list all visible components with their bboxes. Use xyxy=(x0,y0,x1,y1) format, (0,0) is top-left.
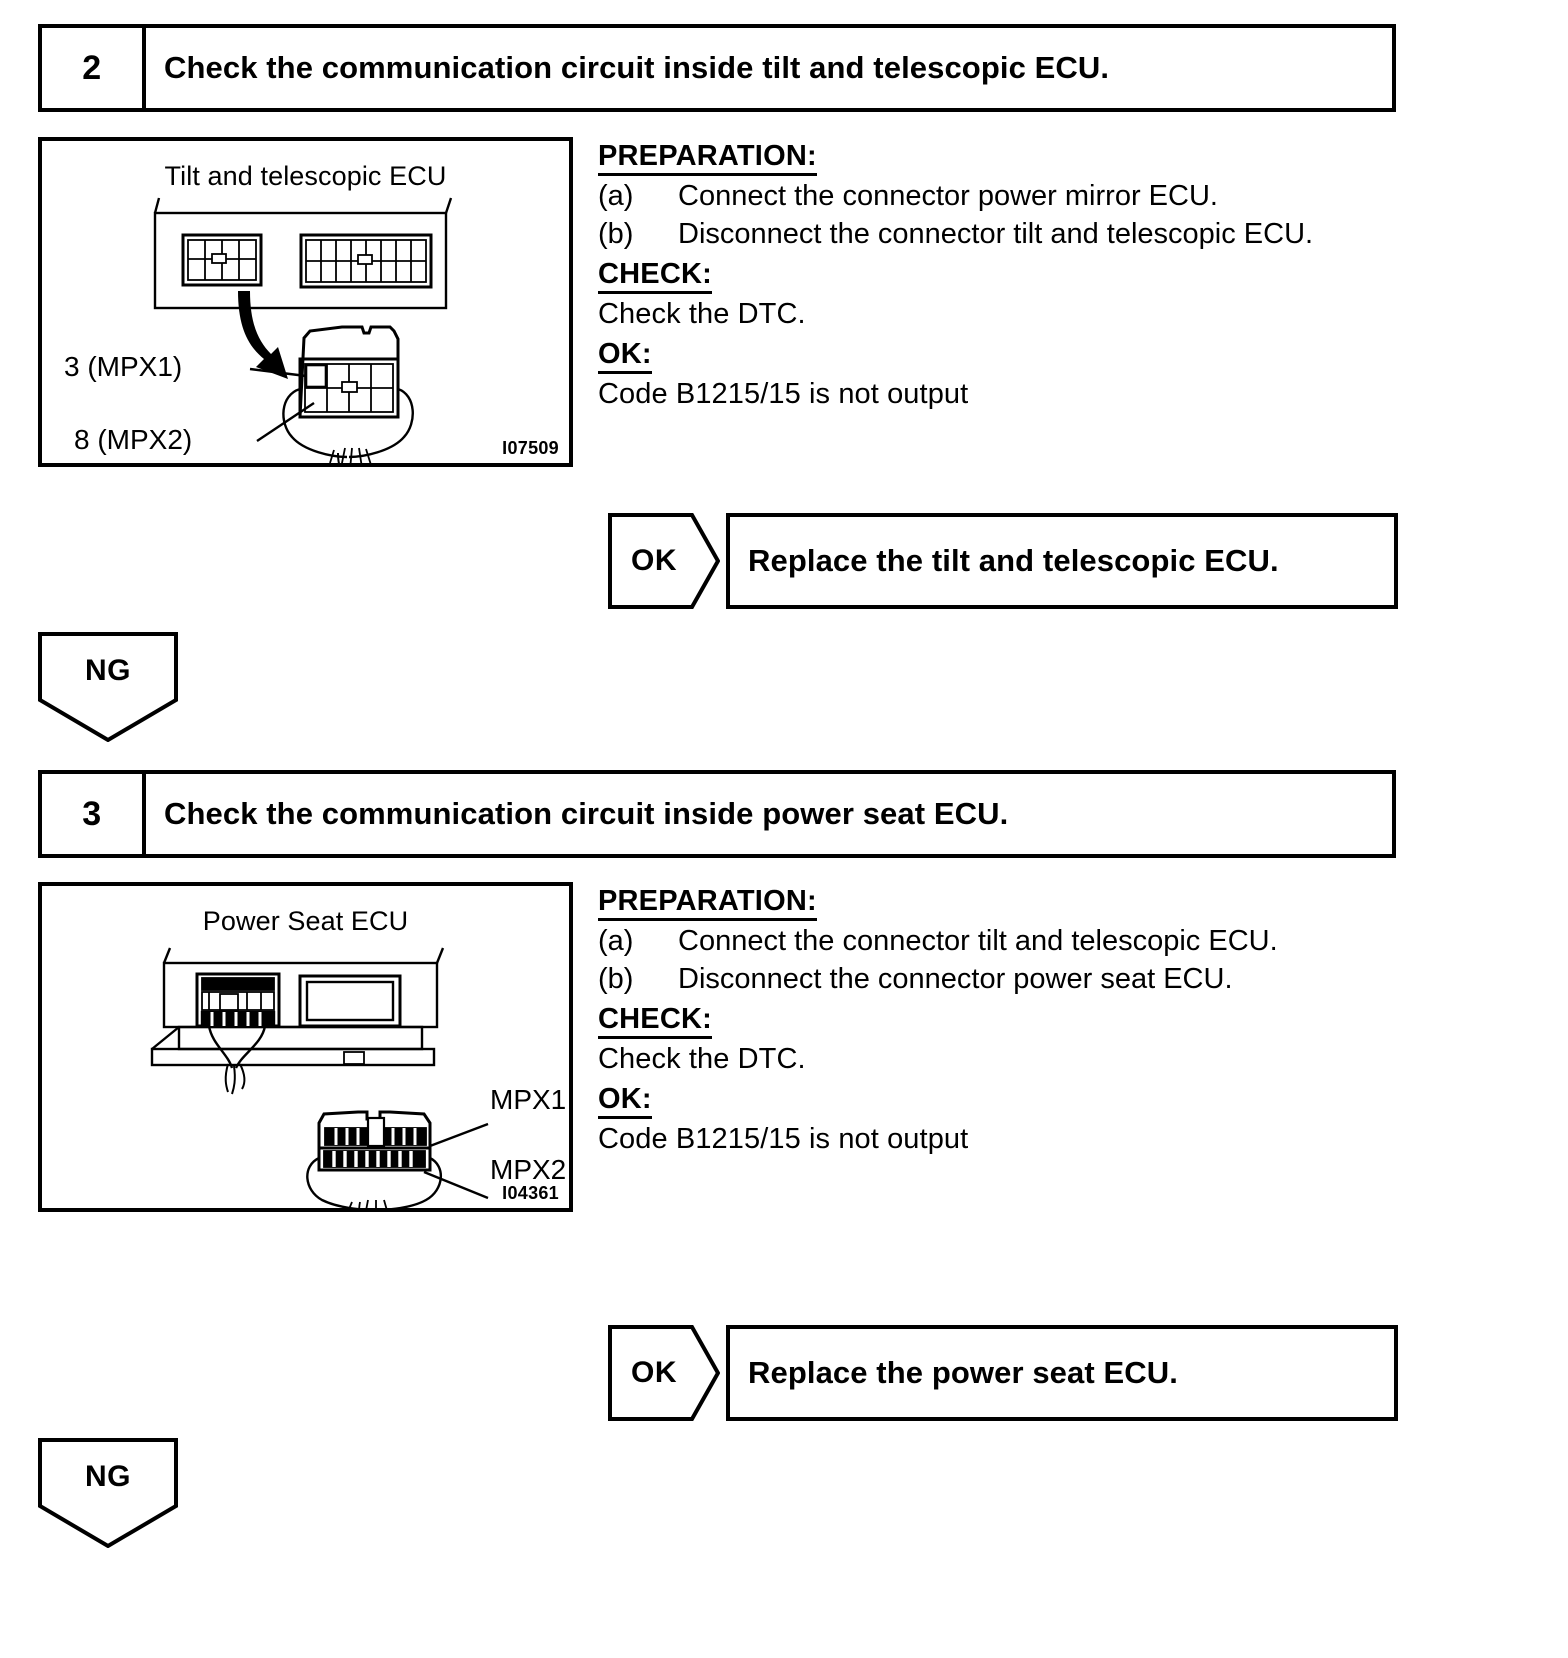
ok-tag-label-2: OK xyxy=(631,544,677,577)
figure-caption-2: Tilt and telescopic ECU xyxy=(164,161,447,191)
preparation-marker-a-3: (a) xyxy=(598,925,634,958)
ng-tag-3: NG xyxy=(38,1438,178,1548)
step-title-3: Check the communication circuit inside p… xyxy=(164,796,1009,831)
step-header-3: 3 Check the communication circuit inside… xyxy=(38,770,1396,858)
step-title-2: Check the communication circuit inside t… xyxy=(164,50,1110,85)
figure-box-3: Power Seat ECU xyxy=(38,882,573,1212)
ng-tag-label-2: NG xyxy=(85,654,131,687)
ng-tag-label-3: NG xyxy=(85,1460,131,1493)
preparation-heading-2: PREPARATION: xyxy=(598,140,817,177)
ok-heading-3: OK: xyxy=(598,1083,652,1120)
step-number-3: 3 xyxy=(42,774,146,854)
check-text-3: Check the DTC. xyxy=(598,1043,806,1076)
preparation-text-b-3: Disconnect the connector power seat ECU. xyxy=(678,963,1233,996)
ok-heading-2: OK: xyxy=(598,338,652,375)
result-ok-row-2: OK Replace the tilt and telescopic ECU. xyxy=(608,513,1398,609)
figure-label-mpx1: MPX1 xyxy=(490,1084,567,1115)
figure-caption-3: Power Seat ECU xyxy=(202,906,409,936)
ok-action-box-3: Replace the power seat ECU. xyxy=(726,1325,1398,1421)
figure-id-2: I07509 xyxy=(502,438,559,458)
check-heading-3: CHECK: xyxy=(598,1003,712,1040)
preparation-heading-3: PREPARATION: xyxy=(598,885,817,922)
tilt-telescopic-ecu-illustration xyxy=(153,197,453,463)
preparation-text-b-2: Disconnect the connector tilt and telesc… xyxy=(678,218,1314,251)
preparation-item-a-2: (a) Connect the connector power mirror E… xyxy=(598,178,1398,216)
preparation-text-a-2: Connect the connector power mirror ECU. xyxy=(678,180,1218,213)
ng-tag-2: NG xyxy=(38,632,178,742)
figure-label-mpx2: MPX2 xyxy=(490,1154,567,1185)
preparation-marker-a-2: (a) xyxy=(598,180,634,213)
figure-label-pin3-mpx1: 3 (MPX1) xyxy=(64,351,183,382)
ok-tag-2: OK xyxy=(608,513,720,609)
preparation-item-a-3: (a) Connect the connector tilt and teles… xyxy=(598,923,1398,961)
preparation-marker-b-2: (b) xyxy=(598,218,634,251)
ok-text-2: Code B1215/15 is not output xyxy=(598,378,969,411)
figure-box-2: Tilt and telescopic ECU xyxy=(38,137,573,467)
figure-label-pin8-mpx2: 8 (MPX2) xyxy=(74,424,193,455)
result-ok-row-3: OK Replace the power seat ECU. xyxy=(608,1325,1398,1421)
power-seat-ecu-illustration xyxy=(150,947,489,1208)
preparation-item-b-3: (b) Disconnect the connector power seat … xyxy=(598,961,1398,999)
step-header-2: 2 Check the communication circuit inside… xyxy=(38,24,1396,112)
preparation-text-a-3: Connect the connector tilt and telescopi… xyxy=(678,925,1278,958)
check-heading-2: CHECK: xyxy=(598,258,712,295)
ok-tag-label-3: OK xyxy=(631,1356,677,1389)
preparation-item-b-2: (b) Disconnect the connector tilt and te… xyxy=(598,216,1398,254)
preparation-marker-b-3: (b) xyxy=(598,963,634,996)
instructions-2: PREPARATION: (a) Connect the connector p… xyxy=(598,140,1398,414)
ok-action-box-2: Replace the tilt and telescopic ECU. xyxy=(726,513,1398,609)
step-number-2: 2 xyxy=(42,28,146,108)
ok-tag-3: OK xyxy=(608,1325,720,1421)
instructions-3: PREPARATION: (a) Connect the connector t… xyxy=(598,885,1398,1159)
figure-id-3: I04361 xyxy=(502,1183,559,1203)
ok-text-3: Code B1215/15 is not output xyxy=(598,1123,969,1156)
check-text-2: Check the DTC. xyxy=(598,298,806,331)
